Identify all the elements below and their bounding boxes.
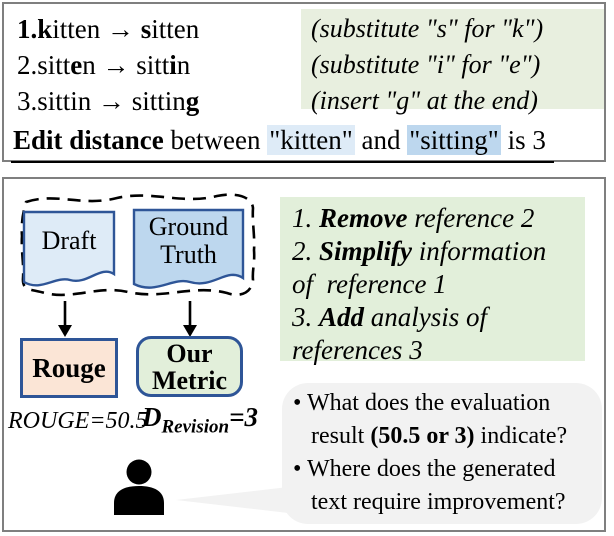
ground-truth-label: Ground Truth bbox=[148, 212, 229, 270]
revision-value: =3 bbox=[229, 402, 258, 432]
user-questions-bubble: • What does the evaluation result (50.5 … bbox=[282, 383, 602, 524]
arrow-draft-to-rouge bbox=[58, 301, 72, 337]
rouge-label: Rouge bbox=[32, 352, 106, 383]
draft-label: Draft bbox=[41, 225, 97, 255]
edit-step-3-note: (insert "g" at the end) bbox=[311, 86, 538, 115]
rouge-score-value: ROUGE=50.5 bbox=[8, 408, 148, 434]
edit-step-2-note: (substitute "i" for "e") bbox=[311, 50, 541, 79]
edit-step-2: 2.sitten → sittin bbox=[17, 50, 191, 80]
edit-distance-panel: 1.kitten → sitten 2.sitten → sittin 3.si… bbox=[2, 2, 606, 163]
edit-step-1-note: (substitute "s" for "k") bbox=[311, 14, 544, 43]
ground-truth-document-shape: Ground Truth bbox=[132, 208, 245, 300]
draft-document-shape: Draft bbox=[22, 210, 116, 296]
revision-instructions: 1. Remove reference 2 2. Simplify inform… bbox=[280, 197, 585, 365]
arrow-ground-truth-to-metric bbox=[183, 301, 197, 337]
notes-green-background bbox=[301, 9, 604, 109]
revision-subscript: Revision bbox=[161, 416, 230, 438]
person-icon bbox=[114, 459, 164, 515]
our-metric-label-line2: Metric bbox=[151, 365, 228, 395]
edit-distance-summary: Edit distance between "kitten" and "sitt… bbox=[11, 123, 554, 163]
our-metric-box: Our Metric bbox=[136, 336, 243, 397]
rouge-metric-box: Rouge bbox=[20, 338, 118, 398]
edit-step-1: 1.kitten → sitten bbox=[17, 14, 200, 44]
our-metric-label-line1: Our bbox=[166, 338, 213, 368]
revision-symbol: D bbox=[142, 402, 162, 432]
revision-distance-value: DRevision=3 bbox=[142, 402, 258, 438]
edit-step-3: 3.sittin → sitting bbox=[17, 86, 200, 116]
